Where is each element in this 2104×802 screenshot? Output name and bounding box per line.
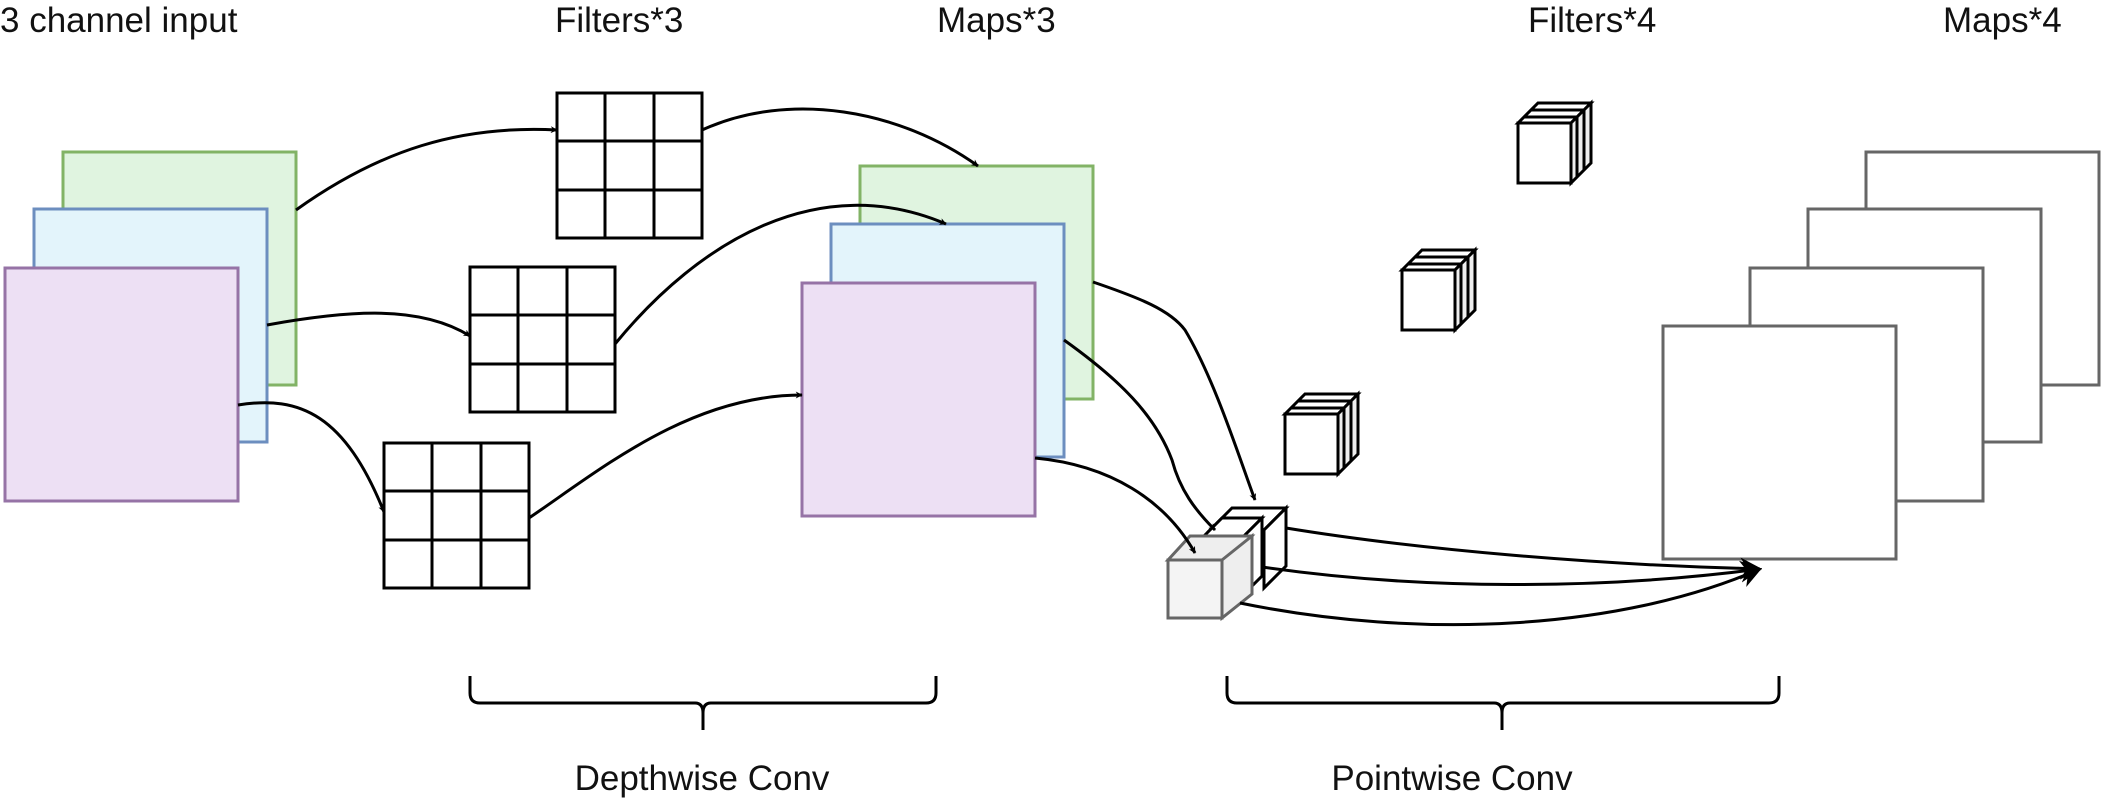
depthwise-filter-bottom — [382, 441, 531, 590]
pointwise-output-maps — [1661, 150, 2101, 561]
pointwise-filter-cube-3 — [1514, 99, 1595, 187]
pointwise-filter-cube-2 — [1398, 246, 1479, 334]
maps4-label: Maps*4 — [1943, 1, 2062, 40]
input-channels — [3, 150, 298, 503]
pointwise-brace — [1225, 676, 1781, 730]
pointwise-filter-cube-1 — [1281, 390, 1362, 478]
depthwise-filter-top — [555, 91, 704, 240]
filters4-label: Filters*4 — [1528, 1, 1656, 40]
depthwise-output-maps — [800, 164, 1095, 518]
arrow-input-to-filter-top — [295, 126, 558, 212]
arrow-input-to-filter-bottom — [237, 401, 386, 513]
arrow-input-to-filter-middle — [266, 311, 471, 338]
arrow-column-to-maps-2 — [1261, 560, 1763, 587]
filters3-label: Filters*3 — [555, 1, 683, 40]
arrow-filter-middle-to-map — [613, 203, 947, 345]
maps3-label: Maps*3 — [937, 1, 1056, 40]
pointwise-conv-label: Pointwise Conv — [1331, 759, 1573, 798]
arrow-column-to-maps-3 — [1239, 566, 1763, 627]
depthwise-brace — [468, 676, 938, 730]
depthwise-conv-label: Depthwise Conv — [575, 759, 830, 798]
input-channel-purple — [3, 266, 240, 503]
input-label: 3 channel input — [0, 1, 238, 40]
arrow-map-green-to-column — [1092, 280, 1257, 501]
map-purple — [800, 281, 1037, 518]
pointwise-arrows — [1034, 280, 1763, 627]
depthwise-arrows — [237, 107, 979, 520]
arrow-map-blue-to-column — [1063, 338, 1217, 532]
arrow-column-to-maps-1 — [1285, 526, 1763, 580]
pointwise-pixel-column — [1164, 504, 1290, 622]
depthwise-filter-middle — [468, 265, 617, 414]
arrow-filter-top-to-map — [701, 107, 979, 168]
arrow-map-purple-to-column — [1034, 456, 1197, 554]
arrow-filter-bottom-to-map — [528, 391, 803, 520]
map4-4 — [1661, 324, 1898, 561]
